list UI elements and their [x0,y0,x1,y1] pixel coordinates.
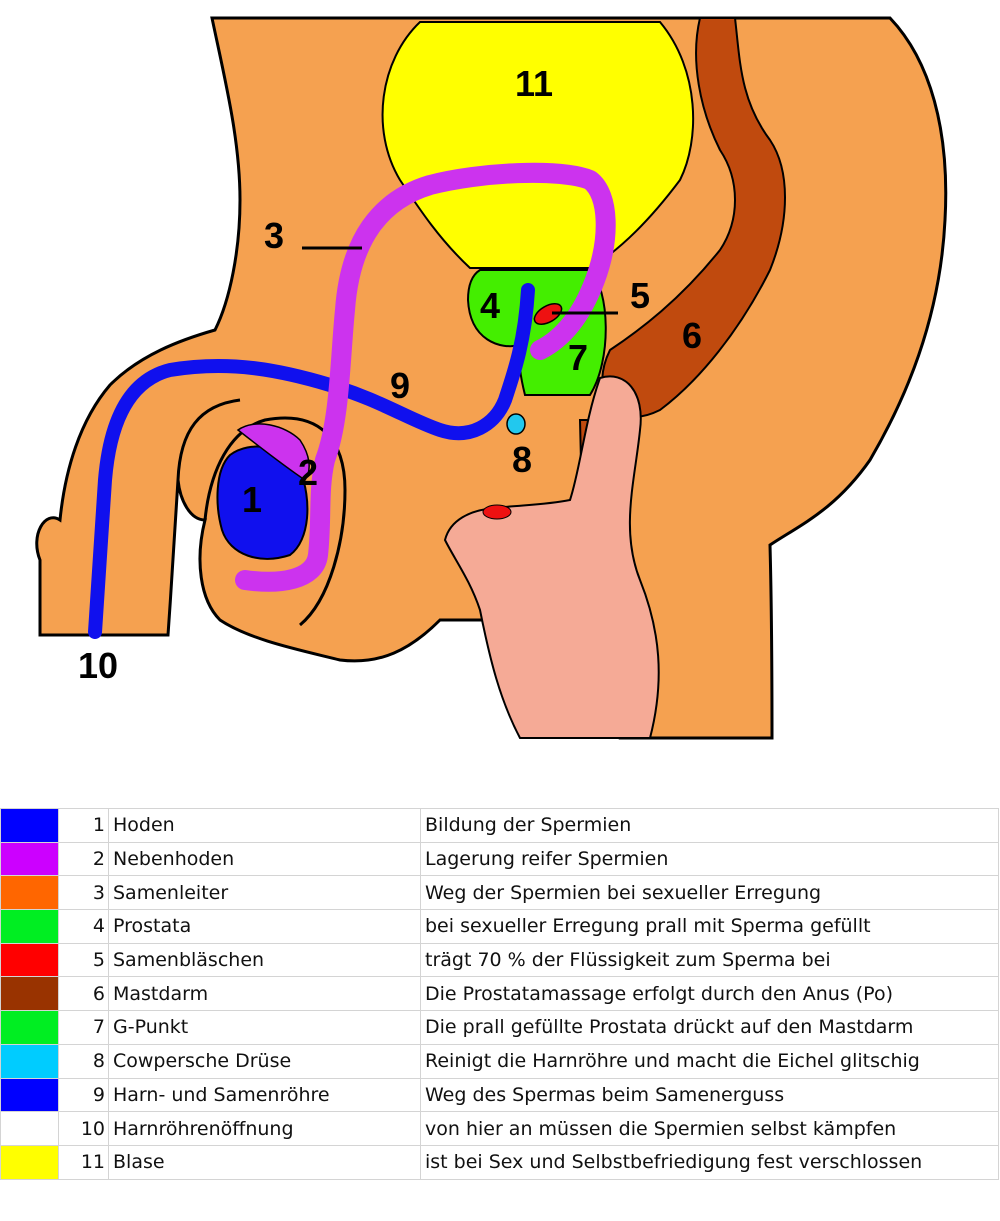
legend-swatch-color [1,977,58,1010]
label-3: 3 [264,215,284,256]
legend-description: Lagerung reifer Spermien [420,841,999,877]
legend-term: Samenleiter [108,875,421,911]
label-5: 5 [630,275,650,316]
legend-swatch [0,942,59,978]
legend-term: Prostata [108,909,421,944]
legend-swatch-color [1,843,58,875]
legend-description: Die prall gefüllte Prostata drückt auf d… [420,1010,999,1045]
label-11: 11 [515,63,553,104]
legend-term: Samenbläschen [108,942,421,978]
legend-term: Mastdarm [108,976,421,1012]
legend-number: 4 [58,909,109,944]
legend-number: 2 [58,841,109,877]
legend-description: Reinigt die Harnröhre und macht die Eich… [420,1043,999,1079]
legend-swatch-color [1,1011,58,1044]
legend-term: Harnröhrenöffnung [108,1111,421,1146]
label-9: 9 [390,365,410,406]
urethra [88,283,535,639]
legend-swatch [0,875,59,911]
label-10: 10 [78,645,118,686]
legend-number: 5 [58,942,109,978]
legend-swatch [0,1043,59,1079]
legend-term: Nebenhoden [108,841,421,877]
anatomy-diagram: 11 3 4 5 6 7 9 8 2 1 10 [35,16,948,740]
legend-term: Cowpersche Drüse [108,1043,421,1079]
legend-description: trägt 70 % der Flüssigkeit zum Sperma be… [420,942,999,978]
legend-swatch [0,1144,59,1180]
epididymis-head [236,423,310,482]
label-1: 1 [242,479,262,520]
legend-swatch [0,1111,59,1146]
label-8: 8 [512,439,532,480]
legend-swatch-color [1,876,58,909]
legend-description: bei sexueller Erregung prall mit Sperma … [420,909,999,944]
legend-swatch [0,1010,59,1045]
legend-swatch [0,841,59,877]
hand [443,375,660,739]
legend-swatch-color [1,910,58,943]
legend-number: 10 [58,1111,109,1146]
label-6: 6 [682,315,702,356]
legend-description: Die Prostatamassage erfolgt durch den An… [420,976,999,1012]
seminal-vesicle [533,303,563,325]
legend-swatch-color [1,1045,58,1078]
label-7: 7 [568,337,588,378]
legend-term: G-Punkt [108,1010,421,1045]
legend-number: 1 [58,808,109,843]
legend-description: von hier an müssen die Spermien selbst k… [420,1111,999,1146]
legend-number: 7 [58,1010,109,1045]
fingernail [482,504,512,520]
legend-description: Weg des Spermas beim Samenerguss [420,1077,999,1113]
cowper-gland [506,413,526,435]
legend-swatch-color [1,809,58,842]
legend-swatch-color [1,1078,58,1111]
legend-swatch [0,909,59,944]
legend-term: Hoden [108,808,421,843]
label-2: 2 [298,452,318,493]
legend-swatch [0,808,59,843]
legend-number: 9 [58,1077,109,1113]
legend-number: 11 [58,1144,109,1180]
legend-number: 3 [58,875,109,911]
epididymis [235,162,616,592]
legend-swatch [0,976,59,1012]
legend-number: 6 [58,976,109,1012]
legend-swatch-color [1,1146,58,1179]
legend-description: ist bei Sex und Selbstbefriedigung fest … [420,1144,999,1180]
legend-swatch-color [1,944,58,976]
legend-number: 8 [58,1043,109,1079]
legend-swatch-color [1,1112,58,1145]
legend-term: Harn- und Samenröhre [108,1077,421,1113]
penis-outline [176,398,241,481]
legend-term: Blase [108,1144,421,1180]
label-4: 4 [480,285,500,326]
legend-description: Bildung der Spermien [420,808,999,843]
legend-description: Weg der Spermien bei sexueller Erregung [420,875,999,911]
legend-swatch [0,1077,59,1113]
